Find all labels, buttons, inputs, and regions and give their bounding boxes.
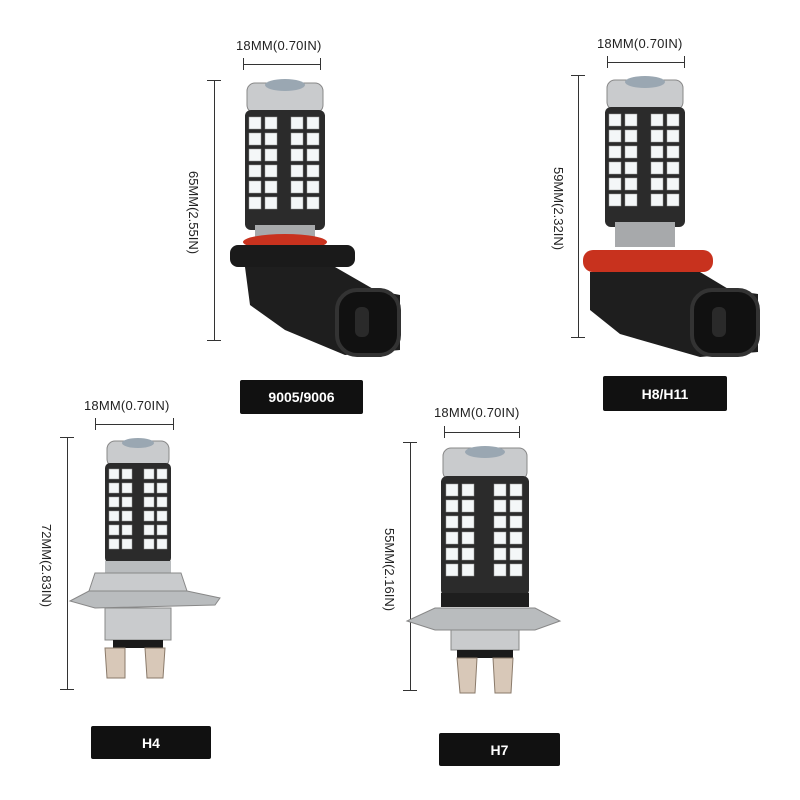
- bulb-image-h8: [583, 76, 760, 357]
- height-line-h7: [410, 442, 411, 690]
- height-tick-top-h7: [403, 442, 417, 443]
- width-dimension-h7: 18MM(0.70IN): [434, 405, 520, 420]
- width-dimension-h4: 18MM(0.70IN): [84, 398, 170, 413]
- width-tick-left-h7: [444, 426, 445, 438]
- width-tick-right-h8: [684, 56, 685, 68]
- width-line-h4: [95, 424, 174, 425]
- bulb-image-h7: [405, 446, 562, 694]
- model-label-h8: H8/H11: [603, 376, 727, 411]
- model-label-h7: H7: [439, 733, 560, 766]
- height-tick-top-h4: [60, 437, 74, 438]
- height-tick-bottom-h7: [403, 690, 417, 691]
- width-line-h8: [607, 62, 685, 63]
- model-label-9005: 9005/9006: [240, 380, 363, 414]
- width-tick-left-h4: [95, 418, 96, 430]
- width-line-9005: [243, 64, 321, 65]
- width-dimension-9005: 18MM(0.70IN): [236, 38, 322, 53]
- width-line-h7: [444, 432, 520, 433]
- height-tick-bottom-h4: [60, 689, 74, 690]
- height-tick-bottom-9005: [207, 340, 221, 341]
- height-line-h4: [67, 437, 68, 689]
- bulb-image-9005: [230, 79, 401, 357]
- height-dimension-h7: 55MM(2.16IN): [382, 527, 398, 612]
- width-tick-right-9005: [320, 58, 321, 70]
- width-dimension-h8: 18MM(0.70IN): [597, 36, 683, 51]
- height-line-9005: [214, 80, 215, 340]
- height-dimension-h8: 59MM(2.32IN): [551, 166, 567, 251]
- width-tick-right-h4: [173, 418, 174, 430]
- height-dimension-h4: 72MM(2.83IN): [39, 523, 55, 608]
- width-tick-left-9005: [243, 58, 244, 70]
- height-tick-bottom-h8: [571, 337, 585, 338]
- model-label-h4: H4: [91, 726, 211, 759]
- bulb-image-h4: [68, 438, 221, 679]
- width-tick-left-h8: [607, 56, 608, 68]
- height-tick-top-9005: [207, 80, 221, 81]
- height-line-h8: [578, 75, 579, 337]
- height-tick-top-h8: [571, 75, 585, 76]
- width-tick-right-h7: [519, 426, 520, 438]
- height-dimension-9005: 65MM(2.55IN): [186, 170, 202, 255]
